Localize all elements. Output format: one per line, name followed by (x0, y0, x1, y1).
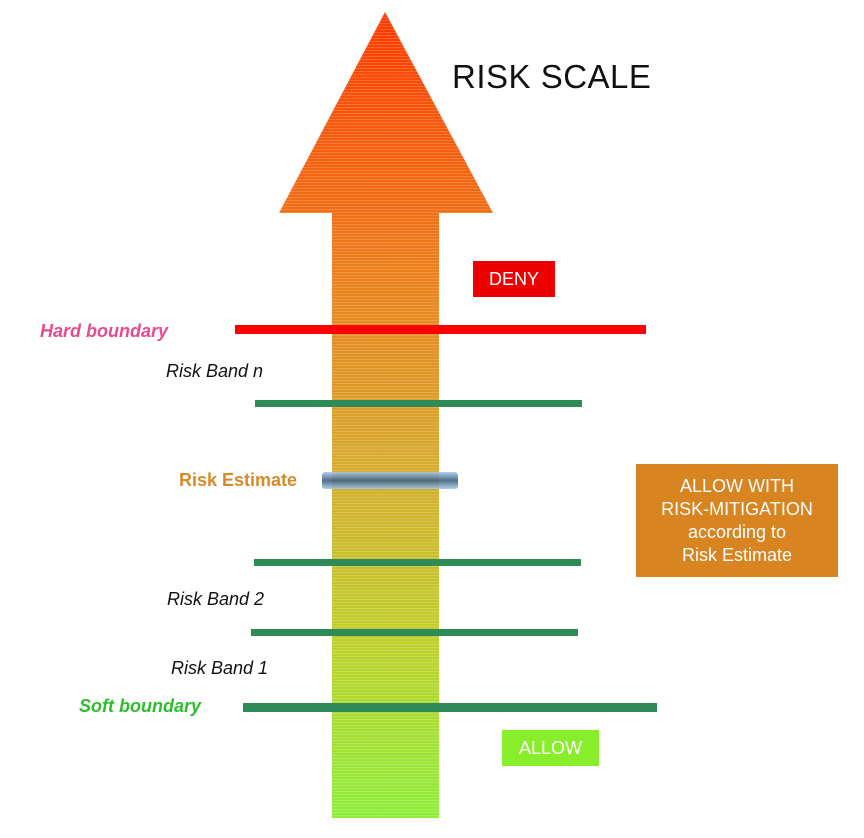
band-n-line (255, 400, 582, 407)
risk-band-1-label: Risk Band 1 (171, 658, 269, 678)
band-upper-line (254, 559, 581, 566)
mitigation-line-3: according to (687, 521, 787, 542)
band-2-line (251, 629, 578, 636)
mitigation-line-4: Risk Estimate (681, 544, 793, 565)
risk-band-2-label: Risk Band 2 (167, 589, 265, 609)
mitigation-box: ALLOW WITH RISK-MITIGATION according to … (636, 464, 838, 577)
deny-box: DENY (473, 261, 555, 297)
diagram-title: RISK SCALE (452, 58, 652, 95)
risk-arrow (279, 12, 493, 818)
hard-boundary-line (235, 325, 646, 334)
mitigation-line-1: ALLOW WITH (679, 475, 794, 496)
allow-box: ALLOW (502, 730, 599, 766)
hard-boundary-label: Hard boundary (40, 321, 169, 341)
risk-estimate-label: Risk Estimate (179, 470, 298, 490)
mitigation-line-2: RISK-MITIGATION (661, 498, 813, 519)
soft-boundary-line (243, 703, 657, 712)
soft-boundary-label: Soft boundary (79, 696, 201, 716)
risk-band-n-label: Risk Band n (166, 361, 264, 381)
risk-estimate-marker (322, 472, 458, 489)
